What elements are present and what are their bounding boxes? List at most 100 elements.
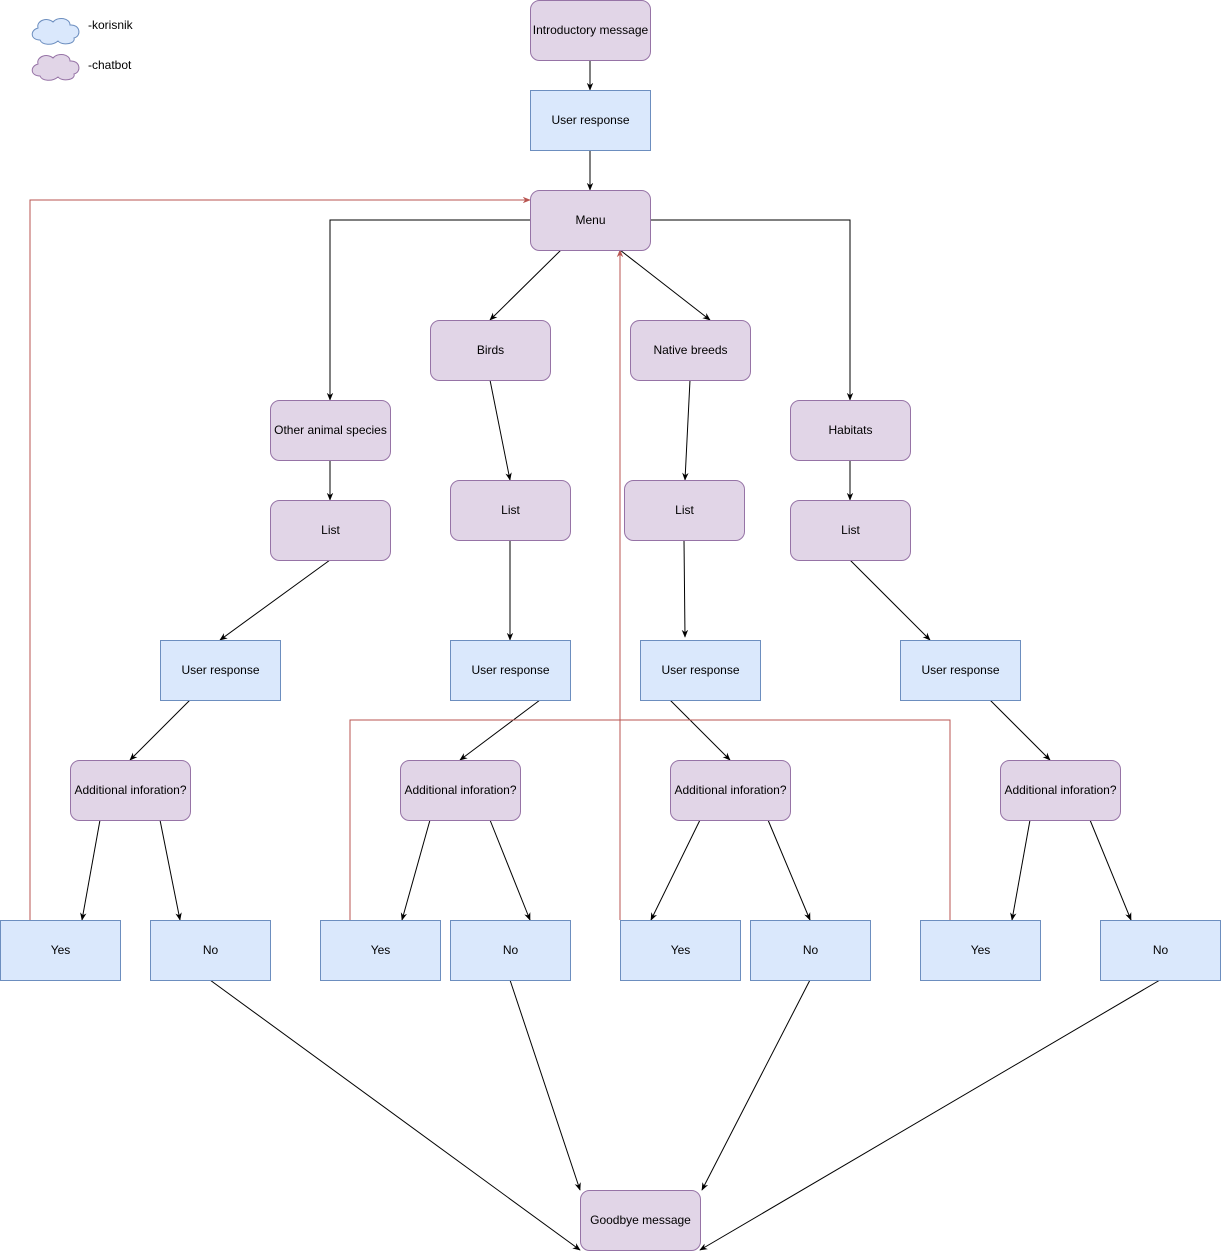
legend-item-user: -korisnik [31,17,134,45]
node-box-list_birds [450,480,571,541]
node-birds: Birds [430,320,551,381]
node-label-list_birds: List [501,503,520,517]
node-label-yes2: Yes [371,943,391,957]
node-label-habitats: Habitats [828,423,872,437]
edge-birds-to-list_birds [489,379,512,481]
node-box-birds [430,320,551,381]
node-list_hab: List [790,500,911,561]
edge-native-to-list_native [682,379,691,481]
edge-resp_other-to-add_other [129,699,191,761]
node-menu: Menu [530,190,651,251]
node-box-no2 [450,920,571,981]
node-yes4: Yes [920,920,1041,981]
node-label-yes4: Yes [971,943,991,957]
node-label-goodbye: Goodbye message [590,1213,691,1227]
node-goodbye: Goodbye message [580,1190,701,1251]
node-label-birds: Birds [477,343,504,357]
node-label-no4: No [1153,943,1169,957]
node-label-list_other: List [321,523,340,537]
node-list_birds: List [450,480,571,541]
node-yes1: Yes [0,920,121,981]
node-no3: No [750,920,871,981]
node-label-add_birds: Additional inforation? [404,783,516,797]
legend-label-bot: -chatbot [88,58,132,72]
node-box-intro [530,0,651,61]
edge-add_birds-to-no2 [489,819,531,921]
node-label-resp0: User response [551,113,629,127]
node-other: Other animal species [270,400,391,461]
node-no4: No [1100,920,1221,981]
node-label-add_native: Additional inforation? [674,783,786,797]
node-resp_native: User response [640,640,761,701]
node-add_birds: Additional inforation? [400,760,521,821]
node-box-list_hab [790,500,911,561]
node-label-list_native: List [675,503,694,517]
node-box-resp_native [640,640,761,701]
node-label-other: Other animal species [274,423,387,437]
edge-no4-to-goodbye [699,979,1161,1251]
node-box-add_birds [400,760,521,821]
edge-menu-to-other [326,219,530,401]
node-box-add_native [670,760,791,821]
cloud-icon [31,17,80,45]
node-box-habitats [790,400,911,461]
node-box-resp_hab [900,640,1021,701]
node-box-add_other [70,760,191,821]
edge-list_hab-to-resp_hab [849,559,931,641]
edges [29,60,1161,1251]
node-box-list_other [270,500,391,561]
edge-resp_birds-to-add_birds [459,699,541,761]
node-label-resp_birds: User response [471,663,549,677]
cloud-icon [31,53,80,81]
node-box-goodbye [580,1190,701,1251]
node-no2: No [450,920,571,981]
node-add_hab: Additional inforation? [1000,760,1121,821]
legend-item-bot: -chatbot [31,53,132,81]
edge-add_hab-to-no4 [1089,819,1132,921]
node-label-no3: No [803,943,819,957]
node-box-yes3 [620,920,741,981]
node-resp_hab: User response [900,640,1021,701]
node-box-add_hab [1000,760,1121,821]
node-resp_birds: User response [450,640,571,701]
node-yes3: Yes [620,920,741,981]
node-box-yes4 [920,920,1041,981]
edge-no2-to-goodbye [509,979,581,1191]
node-box-resp0 [530,90,651,151]
node-add_other: Additional inforation? [70,760,191,821]
node-box-no1 [150,920,271,981]
edge-menu-to-native [619,249,711,321]
edge-no3-to-goodbye [701,979,811,1191]
node-habitats: Habitats [790,400,911,461]
loop-edge-yes4-to-menu [620,719,951,920]
node-box-no3 [750,920,871,981]
node-yes2: Yes [320,920,441,981]
node-label-resp_other: User response [181,663,259,677]
node-label-yes1: Yes [51,943,71,957]
node-box-native [630,320,751,381]
edge-add_hab-to-yes4 [1010,819,1031,921]
node-label-list_hab: List [841,523,860,537]
legend-label-user: -korisnik [88,18,134,32]
node-list_native: List [624,480,745,541]
node-label-resp_native: User response [661,663,739,677]
edge-no1-to-goodbye [209,979,581,1251]
node-box-menu [530,190,651,251]
edge-list_native-to-resp_native [681,539,689,638]
node-label-native: Native breeds [653,343,727,357]
node-no1: No [150,920,271,981]
node-resp_other: User response [160,640,281,701]
node-list_other: List [270,500,391,561]
node-add_native: Additional inforation? [670,760,791,821]
node-label-no1: No [203,943,219,957]
node-label-menu: Menu [575,213,605,227]
node-native: Native breeds [630,320,751,381]
edge-list_other-to-resp_other [219,559,331,641]
edge-resp_hab-to-add_hab [989,699,1051,761]
edge-add_other-to-no1 [159,819,182,921]
edge-menu-to-birds [489,249,562,321]
edge-add_birds-to-yes2 [400,819,431,921]
node-label-no2: No [503,943,519,957]
